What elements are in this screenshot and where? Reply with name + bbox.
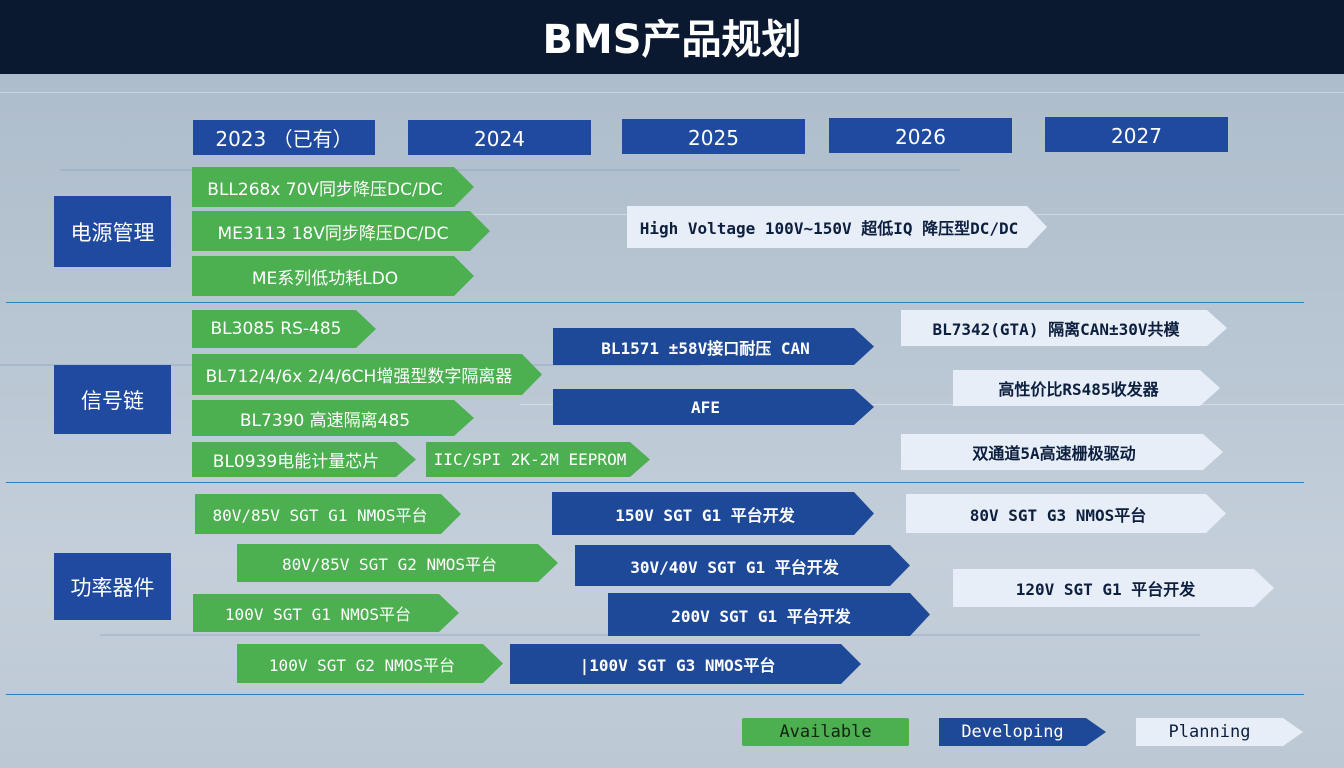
page-title: BMS产品规划 bbox=[542, 17, 802, 63]
legend-available: Available bbox=[742, 718, 909, 746]
product-arrow-available: BLL268x 70V同步降压DC/DC bbox=[192, 167, 474, 207]
product-arrow-available: IIC/SPI 2K-2M EEPROM bbox=[426, 442, 650, 477]
product-arrow-planning: BL7342(GTA) 隔离CAN±30V共模 bbox=[901, 310, 1227, 346]
product-arrow-planning: 80V SGT G3 NMOS平台 bbox=[906, 494, 1226, 533]
product-arrow-available: 80V/85V SGT G2 NMOS平台 bbox=[237, 544, 558, 582]
product-arrow-available: ME3113 18V同步降压DC/DC bbox=[192, 211, 490, 251]
product-arrow-available: BL712/4/6x 2/4/6CH增强型数字隔离器 bbox=[192, 354, 542, 395]
product-arrow-available: 100V SGT G1 NMOS平台 bbox=[193, 594, 459, 632]
row-separator bbox=[6, 482, 1304, 483]
product-arrow-developing: AFE bbox=[553, 389, 874, 425]
category-power-management: 电源管理 bbox=[54, 196, 171, 267]
year-header-2024: 2024 bbox=[408, 120, 591, 155]
product-arrow-developing: 200V SGT G1 平台开发 bbox=[608, 593, 930, 636]
legend-developing: Developing bbox=[939, 718, 1106, 746]
product-arrow-planning: 120V SGT G1 平台开发 bbox=[953, 569, 1274, 607]
header-bar bbox=[0, 0, 1344, 74]
product-arrow-planning: 高性价比RS485收发器 bbox=[953, 370, 1220, 406]
legend-planning: Planning bbox=[1136, 718, 1303, 746]
product-arrow-developing: |100V SGT G3 NMOS平台 bbox=[510, 644, 861, 684]
product-arrow-available: BL3085 RS-485 bbox=[192, 310, 376, 348]
row-separator bbox=[6, 694, 1304, 695]
row-separator bbox=[6, 302, 1304, 303]
product-arrow-available: 80V/85V SGT G1 NMOS平台 bbox=[195, 494, 461, 534]
year-header-2026: 2026 bbox=[829, 118, 1012, 153]
category-power-devices: 功率器件 bbox=[54, 553, 171, 620]
category-signal-chain: 信号链 bbox=[54, 365, 171, 434]
product-arrow-developing: 150V SGT G1 平台开发 bbox=[552, 492, 874, 535]
product-arrow-planning: High Voltage 100V~150V 超低IQ 降压型DC/DC bbox=[627, 206, 1047, 248]
year-header-2027: 2027 bbox=[1045, 117, 1228, 152]
product-arrow-available: BL7390 高速隔离485 bbox=[192, 400, 474, 436]
product-arrow-available: 100V SGT G2 NMOS平台 bbox=[237, 644, 503, 683]
year-header-2025: 2025 bbox=[622, 119, 805, 154]
product-arrow-available: ME系列低功耗LDO bbox=[192, 256, 474, 296]
decor-line bbox=[0, 92, 1344, 93]
decor-line bbox=[60, 169, 960, 171]
product-arrow-developing: 30V/40V SGT G1 平台开发 bbox=[575, 545, 910, 586]
year-header-2023: 2023 （已有） bbox=[193, 120, 375, 155]
product-arrow-planning: 双通道5A高速栅极驱动 bbox=[901, 434, 1223, 470]
product-arrow-developing: BL1571 ±58V接口耐压 CAN bbox=[553, 328, 874, 365]
decor-line bbox=[520, 404, 1344, 405]
product-arrow-available: BL0939电能计量芯片 bbox=[192, 442, 416, 477]
